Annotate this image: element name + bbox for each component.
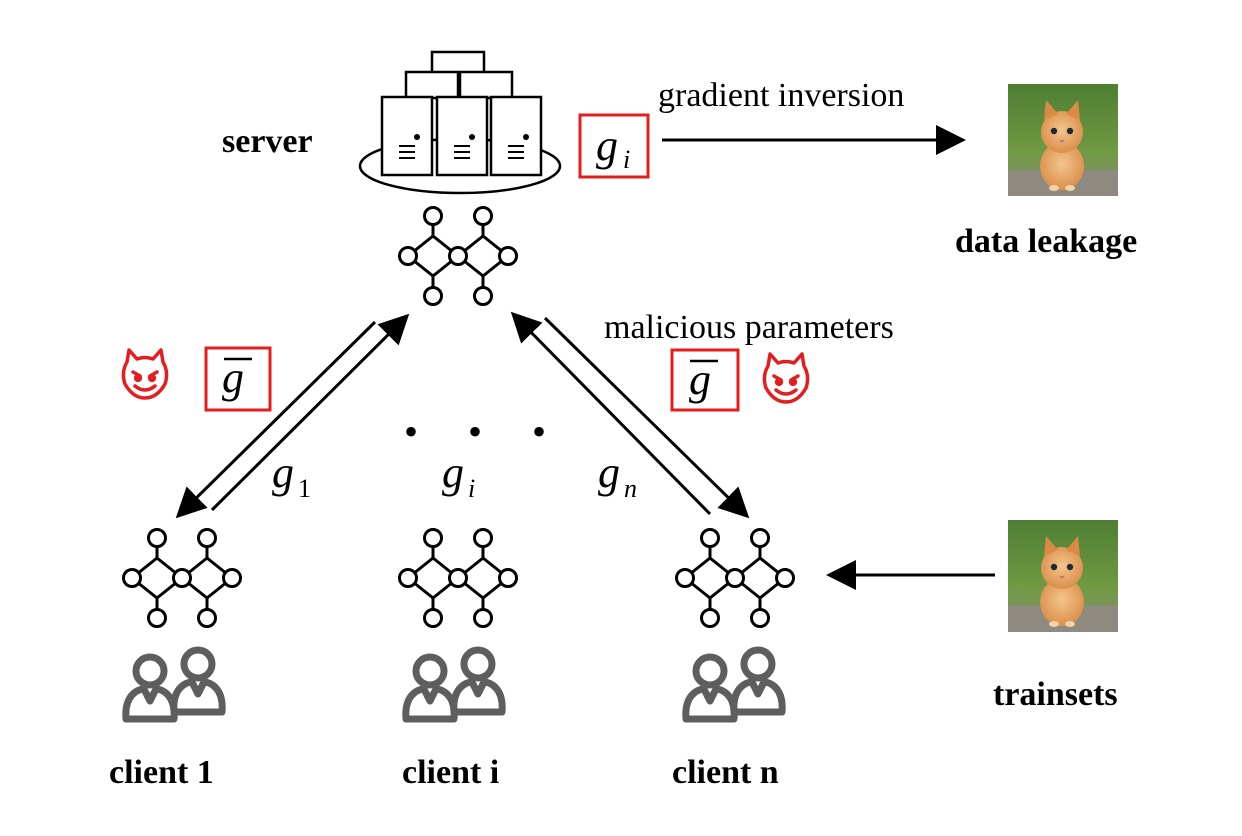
download-arrow-client-n [543, 316, 750, 519]
trainsets-image [1008, 520, 1118, 632]
client-i-model-network-icon [398, 528, 518, 628]
gradient-inversion-label: gradient inversion [658, 77, 904, 114]
trainsets-label: trainsets [993, 676, 1118, 713]
client-gradient-i: g i [442, 448, 475, 503]
data-leakage-label: data leakage [955, 223, 1137, 260]
devil-face-icon [762, 352, 810, 404]
download-arrow-client-1 [175, 320, 377, 519]
malicious-parameters-label: malicious parameters [604, 309, 894, 346]
server-gradient-subscript: i [623, 145, 630, 174]
devil-face-icon [121, 348, 169, 400]
client-i-label: client i [402, 754, 499, 791]
svg-text:i: i [468, 474, 475, 503]
server-model-network-icon [398, 206, 518, 306]
upload-arrow-client-1 [210, 313, 410, 512]
server-label: server [222, 123, 313, 160]
data-leakage-image [1008, 84, 1118, 196]
svg-text:g: g [598, 448, 620, 497]
client-i-users-icon [406, 650, 502, 719]
aggregated-gradient-box-left: g [204, 346, 272, 412]
client-1-model-network-icon [122, 528, 242, 628]
ellipsis: • • • [404, 409, 566, 454]
server-gradient-symbol: g [596, 121, 618, 170]
aggregated-gradient-box-right: g [670, 348, 740, 412]
server-icon [358, 50, 562, 195]
svg-text:n: n [624, 474, 637, 503]
svg-text:g: g [442, 448, 464, 497]
server-gradient-box: g i [578, 113, 650, 179]
client-n-model-network-icon [675, 528, 795, 628]
client-1-users-icon [126, 650, 222, 719]
client-gradient-n: g n [598, 448, 637, 503]
aggregated-gradient-symbol-left: g [222, 353, 244, 402]
client-gradient-1: g 1 [272, 448, 311, 503]
svg-text:g: g [272, 448, 294, 497]
aggregated-gradient-symbol-right: g [689, 355, 711, 404]
client-1-label: client 1 [109, 754, 214, 791]
client-n-users-icon [686, 650, 782, 719]
upload-arrow-client-n [510, 311, 712, 516]
svg-text:1: 1 [298, 474, 311, 503]
client-n-label: client n [672, 754, 779, 791]
